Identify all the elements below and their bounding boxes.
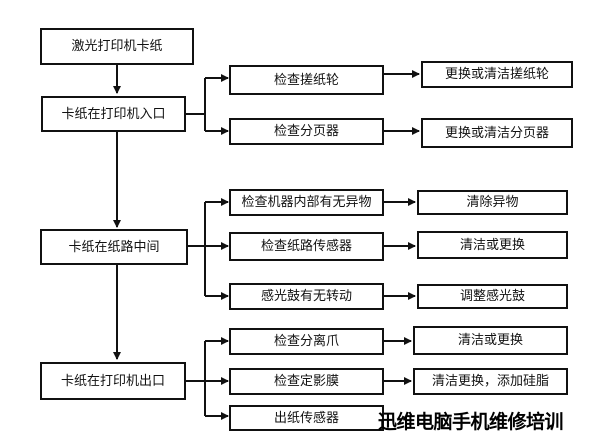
action-box-3: 清除异物 [417, 190, 568, 215]
action-box-5: 调整感光鼓 [417, 284, 568, 309]
check-box-2: 检查分页器 [229, 118, 384, 145]
node-root: 激光打印机卡纸 [40, 28, 194, 65]
check-label-7: 检查定影膜 [273, 374, 339, 389]
node-middle-label: 卡纸在纸路中间 [68, 239, 160, 255]
node-middle: 卡纸在纸路中间 [40, 229, 188, 265]
action-box-6: 清洁或更换 [413, 326, 568, 355]
action-box-2: 更换或清洁分页器 [421, 118, 573, 148]
check-label-1: 检查搓纸轮 [273, 72, 339, 88]
check-label-4: 检查纸路传感器 [260, 239, 352, 254]
check-label-3: 检查机器内部有无异物 [241, 195, 372, 210]
check-label-6: 检查分离爪 [273, 334, 339, 349]
action-label-5: 调整感光鼓 [459, 289, 525, 304]
node-exit-label: 卡纸在打印机出口 [60, 373, 165, 389]
action-box-7: 清洁更换，添加硅脂 [413, 368, 568, 395]
check-box-1: 检查搓纸轮 [229, 65, 384, 95]
action-label-2: 更换或清洁分页器 [444, 125, 549, 141]
action-box-4: 清洁或更换 [417, 231, 568, 259]
check-label-2: 检查分页器 [273, 124, 339, 139]
action-label-7: 清洁更换，添加硅脂 [431, 374, 549, 389]
node-exit: 卡纸在打印机出口 [40, 362, 186, 400]
check-box-4: 检查纸路传感器 [229, 232, 384, 261]
check-box-8: 出纸传感器 [229, 405, 384, 431]
action-label-6: 清洁或更换 [457, 333, 523, 348]
action-label-3: 清除异物 [466, 195, 519, 210]
node-entry-label: 卡纸在打印机入口 [61, 106, 166, 122]
action-box-1: 更换或清洁搓纸轮 [421, 61, 573, 88]
check-box-5: 感光鼓有无转动 [229, 283, 384, 310]
action-label-4: 清洁或更换 [459, 237, 525, 253]
action-label-1: 更换或清洁搓纸轮 [444, 67, 549, 82]
check-box-3: 检查机器内部有无异物 [229, 189, 384, 216]
check-box-6: 检查分离爪 [229, 328, 384, 355]
check-label-8: 出纸传感器 [273, 410, 339, 426]
node-root-label: 激光打印机卡纸 [71, 39, 163, 54]
watermark-text: 迅维电脑手机维修培训 [378, 410, 564, 433]
check-box-7: 检查定影膜 [229, 368, 384, 395]
node-entry: 卡纸在打印机入口 [41, 96, 186, 132]
check-label-5: 感光鼓有无转动 [260, 289, 352, 304]
